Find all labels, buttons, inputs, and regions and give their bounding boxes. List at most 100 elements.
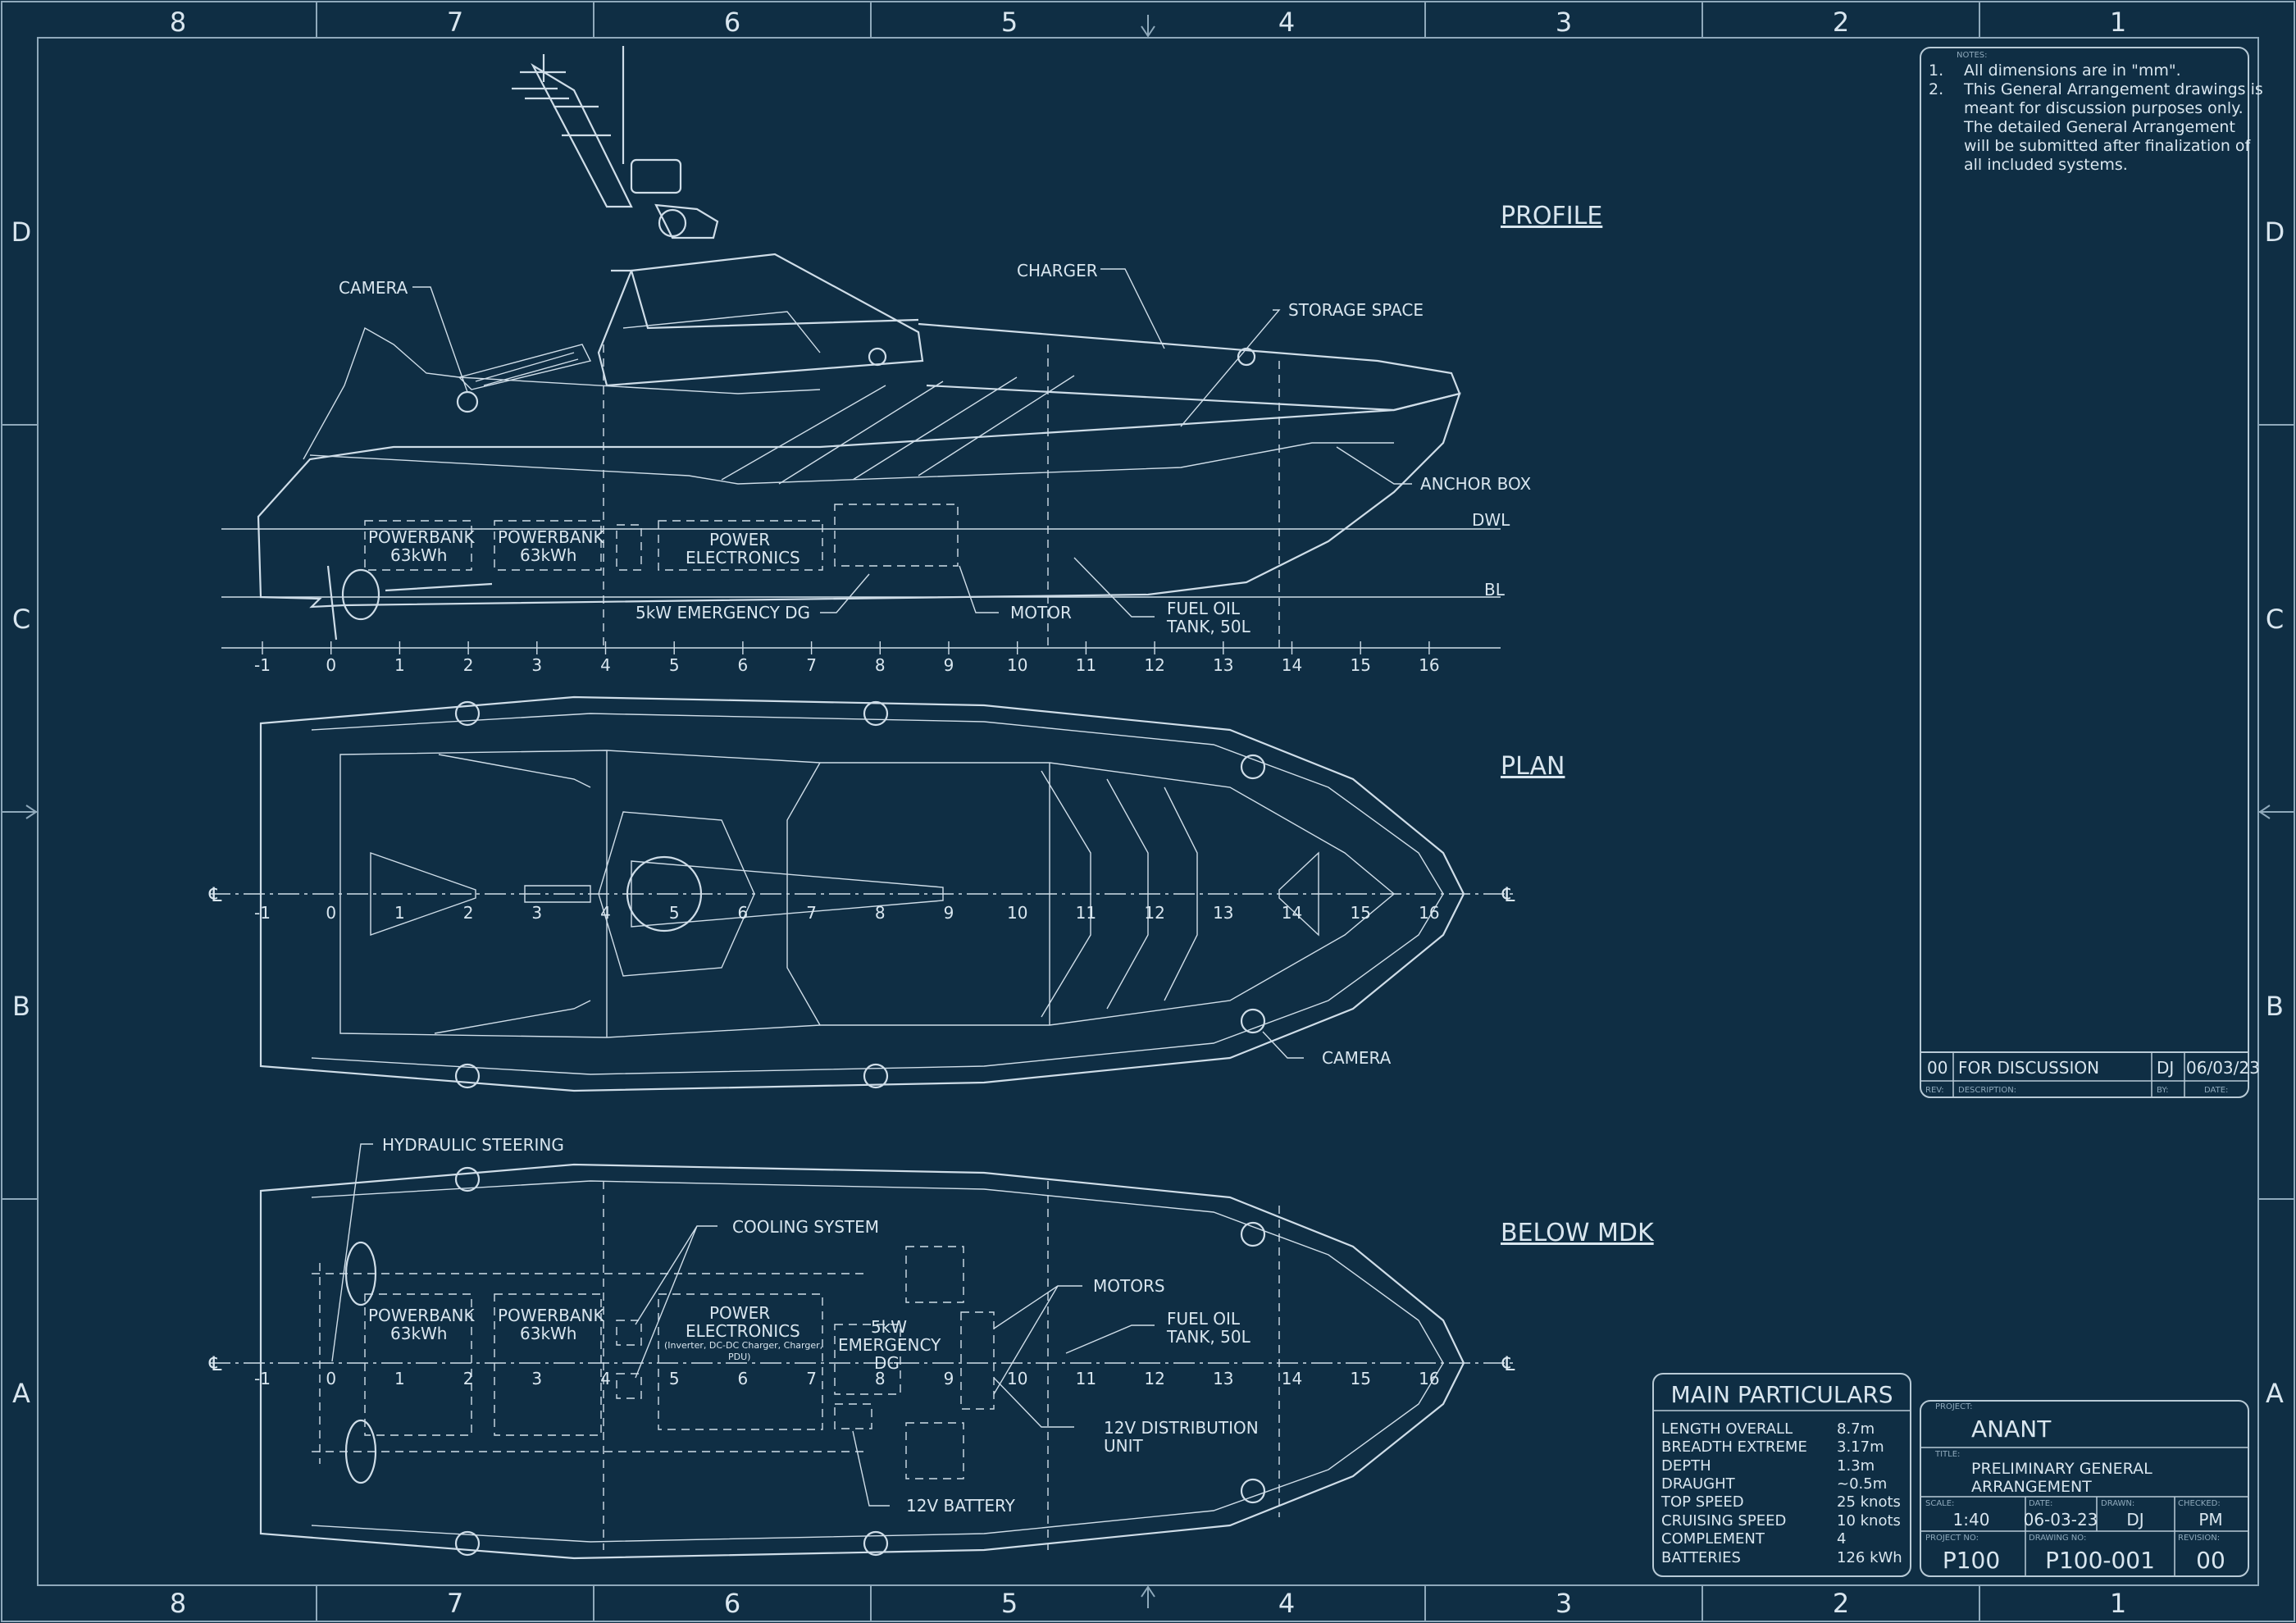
particular-value: 126 kWh bbox=[1837, 1549, 1902, 1566]
below-mdk-view: HYDRAULIC STEERING COOLING SYSTEM MOTORS… bbox=[208, 1135, 1655, 1560]
below-power-electronics-box bbox=[658, 1293, 823, 1430]
drawing-title-line-2: ARRANGEMENT bbox=[1971, 1478, 2092, 1496]
below-label-12v-distribution-2: UNIT bbox=[1104, 1436, 1143, 1456]
particular-value: 25 knots bbox=[1837, 1493, 1901, 1511]
particular-value: 4 bbox=[1837, 1530, 1846, 1548]
below-label-fuel-oil-2: TANK, 50L bbox=[1166, 1327, 1251, 1347]
project-number: P100 bbox=[1943, 1547, 2000, 1574]
below-label-hydraulic-steering: HYDRAULIC STEERING bbox=[382, 1135, 564, 1155]
plan-fender-1 bbox=[454, 700, 481, 727]
below-motor-box-1 bbox=[905, 1246, 964, 1303]
below-label-powerbank-2-cap: 63kWh bbox=[520, 1324, 576, 1343]
title-block-header-drawing-no: DRAWING NO: bbox=[2029, 1534, 2086, 1543]
frame-number: 0 bbox=[326, 903, 336, 923]
row-label-c: C bbox=[12, 604, 30, 635]
vent-slots bbox=[458, 344, 592, 390]
deck-outline bbox=[339, 750, 1396, 1038]
profile-label-powerbank-2-cap: 63kWh bbox=[520, 545, 576, 565]
col-label-7-bottom: 7 bbox=[447, 1588, 463, 1619]
title-block-header-checked: CHECKED: bbox=[2178, 1499, 2221, 1508]
profile-label-power-electronics-1: POWER bbox=[709, 530, 770, 549]
mast bbox=[512, 46, 719, 239]
col-label-6: 6 bbox=[724, 7, 740, 38]
below-12v-battery-box bbox=[834, 1403, 872, 1429]
below-motor-box-2 bbox=[905, 1422, 964, 1479]
frame-number: 3 bbox=[531, 903, 542, 923]
frame-number: 14 bbox=[1282, 655, 1302, 675]
title-block-header-revision: REVISION: bbox=[2178, 1534, 2220, 1543]
frame-number: 2 bbox=[463, 655, 474, 675]
frame-number: 12 bbox=[1144, 1369, 1164, 1388]
profile-label-emergency-dg: 5kW EMERGENCY DG bbox=[636, 603, 810, 622]
revision-description: FOR DISCUSSION bbox=[1958, 1058, 2099, 1078]
title-block-header-date: DATE: bbox=[2029, 1499, 2052, 1508]
col-label-6-bottom: 6 bbox=[724, 1588, 740, 1619]
below-label-powerbank-1-cap: 63kWh bbox=[390, 1324, 447, 1343]
row-label-d-right: D bbox=[2265, 217, 2285, 248]
plan-cockpit bbox=[598, 811, 755, 977]
row-label-b-right: B bbox=[2266, 991, 2284, 1022]
frame-number: 3 bbox=[531, 655, 542, 675]
particular-key: BREADTH EXTREME bbox=[1661, 1438, 1807, 1456]
row-label-b: B bbox=[12, 991, 30, 1022]
date-value: 06-03-23 bbox=[2024, 1510, 2098, 1530]
plan-fender-6 bbox=[1240, 1008, 1266, 1034]
col-label-5: 5 bbox=[1001, 7, 1018, 38]
frame-number: 4 bbox=[600, 1369, 611, 1388]
below-emergency-dg-box bbox=[834, 1324, 901, 1395]
hull-below-outline bbox=[259, 1163, 1465, 1560]
below-label-12v-battery: 12V BATTERY bbox=[906, 1496, 1016, 1516]
frame-number: 1 bbox=[394, 903, 405, 923]
camera-dome-aft bbox=[456, 390, 479, 413]
main-particulars-table: MAIN PARTICULARS LENGTH OVERALL 8.7m BRE… bbox=[1652, 1373, 1911, 1577]
below-label-powerbank-1: POWERBANK bbox=[368, 1306, 475, 1325]
frame-number: 15 bbox=[1350, 655, 1370, 675]
cabin-roof-line bbox=[611, 269, 919, 330]
frame-number: 7 bbox=[806, 903, 817, 923]
title-block: PROJECT: TITLE: SCALE: DATE: DRAWN: CHEC… bbox=[1920, 1400, 2249, 1577]
plan-label-camera: CAMERA bbox=[1322, 1048, 1392, 1068]
hull-profile bbox=[257, 392, 1461, 609]
revision-date: 06/03/23 bbox=[2186, 1058, 2260, 1078]
windshield bbox=[622, 311, 821, 353]
col-label-5-bottom: 5 bbox=[1001, 1588, 1018, 1619]
title-block-header-title: TITLE: bbox=[1934, 1450, 1960, 1459]
note-1-number: 1. bbox=[1929, 62, 1943, 80]
frame-number: 16 bbox=[1419, 655, 1439, 675]
project-name: ANANT bbox=[1971, 1416, 2052, 1443]
note-2-line-3: The detailed General Arrangement bbox=[1963, 118, 2235, 136]
below-label-power-electronics-1: POWER bbox=[709, 1303, 770, 1323]
plan-fender-4 bbox=[454, 1063, 481, 1089]
below-label-power-electronics-2: ELECTRONICS bbox=[686, 1321, 800, 1341]
frame-number: 7 bbox=[806, 655, 817, 675]
plan-centerline-mark-left: ℄ bbox=[208, 883, 222, 906]
frame-number: 1 bbox=[394, 1369, 405, 1388]
profile-label-fuel-oil-1: FUEL OIL bbox=[1167, 599, 1241, 618]
hull-plan-outline bbox=[259, 695, 1465, 1092]
col-label-3: 3 bbox=[1556, 7, 1572, 38]
frame-number: 11 bbox=[1076, 655, 1096, 675]
title-block-header-project: PROJECT: bbox=[1935, 1402, 1972, 1411]
plan-camera-leader bbox=[1262, 1031, 1304, 1059]
profile-label-motor: MOTOR bbox=[1010, 603, 1072, 622]
frame-number: 10 bbox=[1007, 1369, 1027, 1388]
title-block-header-project-no: PROJECT NO: bbox=[1925, 1534, 1979, 1543]
profile-label-storage-space: STORAGE SPACE bbox=[1288, 300, 1424, 320]
below-12v-distribution-box bbox=[960, 1311, 995, 1410]
below-label-motors: MOTORS bbox=[1093, 1276, 1165, 1296]
particular-key: DEPTH bbox=[1661, 1457, 1711, 1475]
profile-label-anchor-box: ANCHOR BOX bbox=[1420, 474, 1531, 494]
particular-key: CRUISING SPEED bbox=[1661, 1512, 1786, 1530]
view-title-profile: PROFILE bbox=[1501, 202, 1602, 230]
drawn-value: DJ bbox=[2126, 1510, 2143, 1530]
frame-number: 12 bbox=[1144, 903, 1164, 923]
revision-by: DJ bbox=[2157, 1058, 2174, 1078]
profile-label-camera: CAMERA bbox=[339, 278, 408, 298]
below-fender-5 bbox=[863, 1530, 889, 1557]
below-powerbank-2-box bbox=[494, 1293, 602, 1436]
plan-fender-2 bbox=[863, 700, 889, 727]
frame-number: 9 bbox=[944, 1369, 954, 1388]
